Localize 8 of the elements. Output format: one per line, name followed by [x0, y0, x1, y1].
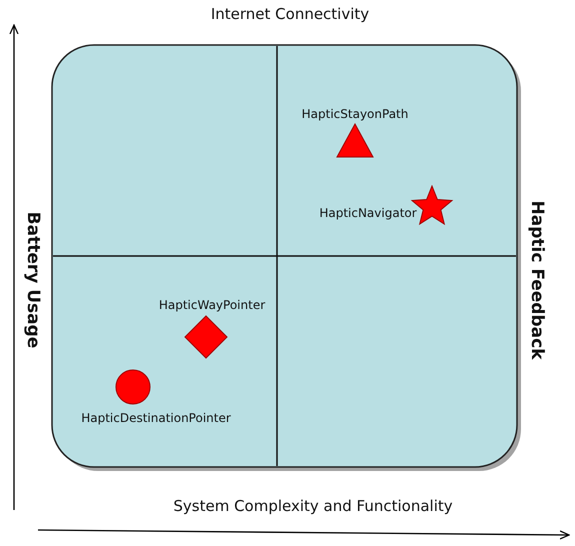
marker-label: HapticDestinationPointer: [81, 411, 231, 425]
marker-label: HapticNavigator: [319, 206, 417, 220]
marker-label: HapticStayonPath: [302, 107, 408, 121]
axis-title: Haptic Feedback: [527, 200, 547, 360]
marker-label: HapticWayPointer: [158, 298, 266, 312]
axis-title: Battery Usage: [23, 212, 43, 348]
axis-title: Internet Connectivity: [210, 5, 370, 23]
axis-title: System Complexity and Functionality: [173, 497, 453, 515]
